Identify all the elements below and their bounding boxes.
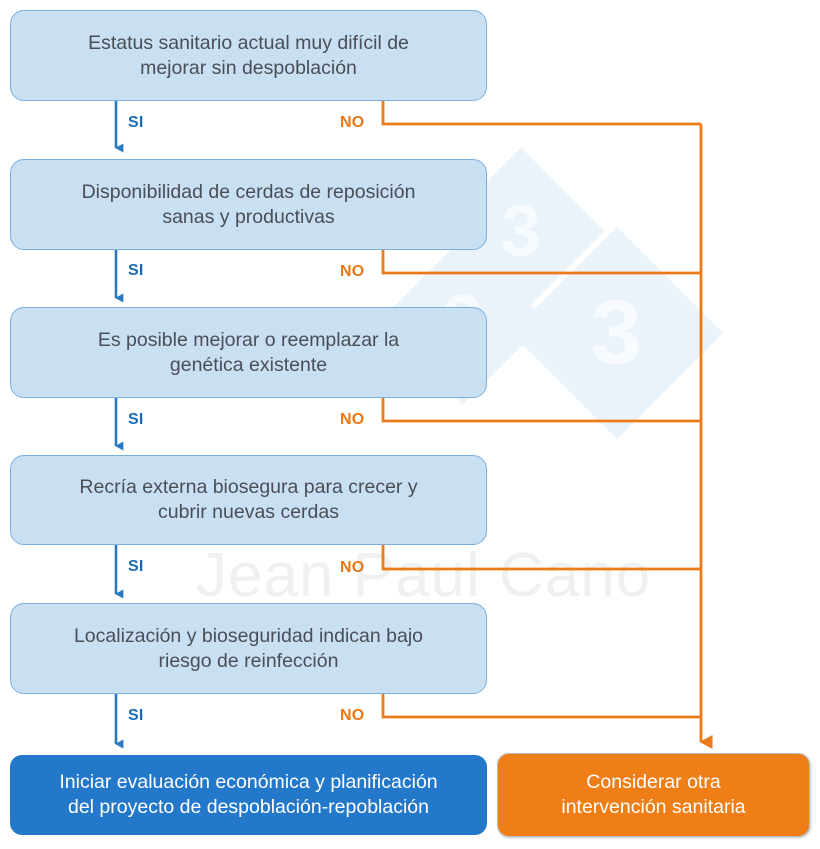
terminal-box-blue-line2: del proyecto de despoblación-repoblación	[67, 796, 429, 818]
decision-box-3-line1: Es posible mejorar o reemplazar la	[97, 328, 400, 351]
terminal-box-blue-text: Iniciar evaluación económica y planifica…	[59, 770, 437, 821]
no-connector-2	[381, 250, 701, 275]
decision-box-1-line2: mejorar sin despoblación	[140, 56, 357, 79]
decision-box-1-text: Estatus sanitario actual muy difícil de …	[88, 31, 409, 80]
no-label-2: NO	[340, 263, 365, 280]
yes-label-3: SI	[128, 411, 144, 428]
decision-box-2[interactable]: Disponibilidad de cerdas de reposición s…	[10, 159, 487, 250]
decision-box-3-text: Es posible mejorar o reemplazar la genét…	[98, 328, 399, 377]
no-connector-1	[381, 101, 701, 126]
decision-box-4-line2: cubrir nuevas cerdas	[157, 501, 339, 523]
decision-box-1-line1: Estatus sanitario actual muy difícil de	[88, 31, 409, 54]
no-label-1: NO	[340, 114, 365, 131]
terminal-box-orange-line1: Considerar otra	[586, 770, 721, 793]
no-connector-5	[381, 694, 701, 719]
decision-box-3[interactable]: Es posible mejorar o reemplazar la genét…	[10, 307, 487, 398]
decision-box-5-text: Localización y bioseguridad indican bajo…	[74, 624, 423, 673]
decision-box-2-text: Disponibilidad de cerdas de reposición s…	[82, 180, 416, 229]
decision-box-2-line2: sanas y productivas	[162, 205, 335, 228]
terminal-box-orange-line2: intervención sanitaria	[561, 796, 746, 818]
decision-box-4-line1: Recría externa biosegura para crecer y	[79, 476, 418, 499]
no-connector-3	[381, 398, 701, 423]
no-label-4: NO	[340, 559, 365, 576]
decision-box-1[interactable]: Estatus sanitario actual muy difícil de …	[10, 10, 487, 101]
no-connector-4	[381, 545, 701, 571]
decision-box-5[interactable]: Localización y bioseguridad indican bajo…	[10, 603, 487, 694]
yes-label-4: SI	[128, 558, 144, 575]
yes-label-2: SI	[128, 262, 144, 279]
decision-box-4-text: Recría externa biosegura para crecer y c…	[79, 475, 417, 524]
yes-label-1: SI	[128, 114, 144, 131]
decision-box-5-line1: Localización y bioseguridad indican bajo	[73, 624, 424, 647]
terminal-box-blue-line1: Iniciar evaluación económica y planifica…	[59, 770, 438, 793]
yes-label-5: SI	[128, 707, 144, 724]
terminal-box-orange[interactable]: Considerar otra intervención sanitaria	[497, 753, 810, 837]
decision-box-3-line2: genética existente	[169, 353, 328, 376]
no-label-5: NO	[340, 707, 365, 724]
terminal-box-blue[interactable]: Iniciar evaluación económica y planifica…	[10, 755, 487, 835]
decision-box-5-line2: riesgo de reinfección	[158, 649, 339, 672]
decision-box-2-line1: Disponibilidad de cerdas de reposición	[81, 180, 416, 203]
terminal-box-orange-text: Considerar otra intervención sanitaria	[561, 770, 745, 821]
no-label-3: NO	[340, 411, 365, 428]
decision-box-4[interactable]: Recría externa biosegura para crecer y c…	[10, 455, 487, 545]
